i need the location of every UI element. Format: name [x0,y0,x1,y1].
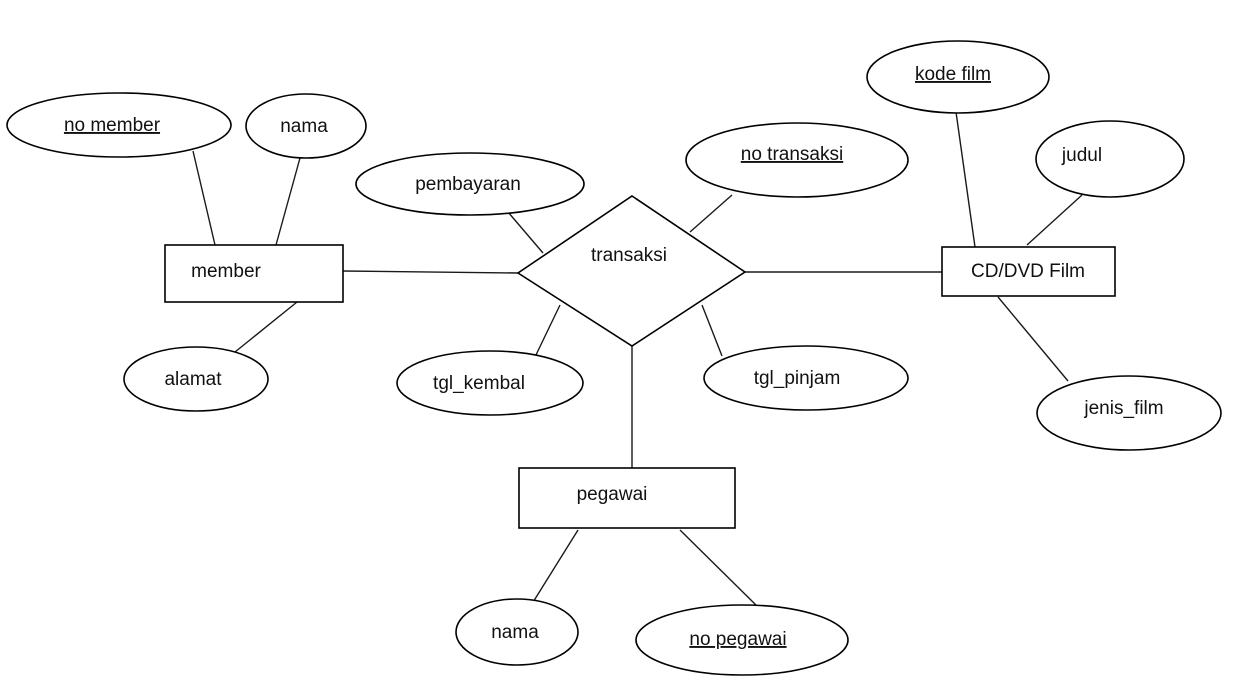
attribute-tgl-pinjam[interactable]: tgl_pinjam [703,345,909,411]
entity-member[interactable]: member [164,244,344,303]
attribute-nama-pegawai-label: nama [491,622,539,643]
edge-transaksi-no-transaksi [689,194,733,233]
entity-pegawai[interactable]: pegawai [518,467,736,529]
attribute-no-member[interactable]: no member [6,92,232,158]
attribute-judul[interactable]: judul [1035,120,1185,198]
edge-member-transaksi [342,270,519,274]
attribute-no-member-label: no member [64,115,161,136]
entity-film-label: CD/DVD Film [971,261,1085,282]
attribute-nama-member[interactable]: nama [245,93,367,159]
edge-pegawai-no-pegawai [679,529,759,608]
attribute-no-transaksi-label: no transaksi [741,144,843,165]
attribute-no-transaksi[interactable]: no transaksi [685,122,909,198]
attribute-jenis-film-label: jenis_film [1083,398,1163,419]
attribute-tgl-pinjam-label: tgl_pinjam [754,368,841,389]
attribute-pembayaran[interactable]: pembayaran [355,152,585,216]
attribute-jenis-film[interactable]: jenis_film [1036,375,1222,451]
relationship-transaksi[interactable]: transaksi [516,195,747,347]
attribute-nama-member-label: nama [280,116,328,137]
attribute-no-pegawai[interactable]: no pegawai [635,604,849,676]
attribute-nama-pegawai[interactable]: nama [455,598,579,666]
edge-member-nama [275,157,301,246]
attribute-no-pegawai-label: no pegawai [689,629,786,650]
edge-pegawai-nama [529,529,579,608]
relationship-transaksi-label: transaksi [591,245,667,266]
attribute-alamat[interactable]: alamat [123,346,269,412]
attribute-pembayaran-label: pembayaran [415,174,521,195]
edge-transaksi-pembayaran [507,211,544,254]
entity-pegawai-label: pegawai [577,484,648,505]
edge-film-kode-film [955,111,976,248]
attribute-tgl-kembal-label: tgl_kembal [433,373,525,394]
entity-film[interactable]: CD/DVD Film [941,246,1116,297]
edge-member-no-member [192,150,216,246]
attribute-alamat-label: alamat [164,369,222,390]
edge-transaksi-tgl-pinjam [701,304,723,357]
edge-film-judul [1026,194,1083,246]
edge-member-alamat [234,301,298,353]
attribute-kode-film[interactable]: kode film [866,40,1050,114]
edge-film-jenis-film [997,296,1069,382]
attribute-judul-label: judul [1061,145,1102,166]
connectors [192,111,1083,608]
attribute-tgl-kembal[interactable]: tgl_kembal [396,350,584,416]
entity-member-label: member [191,261,261,282]
attribute-kode-film-label: kode film [915,64,991,85]
edge-transaksi-tgl-kembal [534,304,561,358]
